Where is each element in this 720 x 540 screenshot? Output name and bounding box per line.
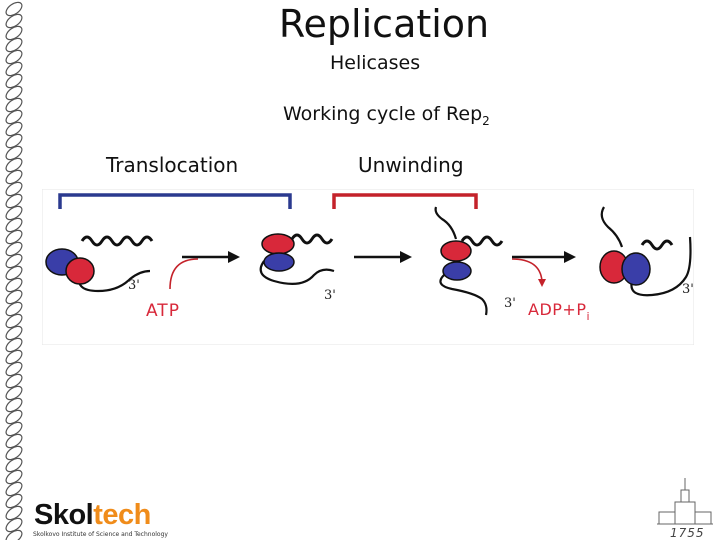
- atp-label: ATP: [146, 301, 180, 321]
- blue-domain-3: [443, 262, 471, 280]
- logo-suffix: tech: [93, 499, 151, 531]
- three-prime-label-3: 3': [504, 296, 516, 311]
- red-domain-2: [262, 234, 294, 254]
- three-prime-label-4: 3': [682, 282, 694, 297]
- year-label: 1755: [670, 526, 705, 540]
- phase-label-translocation: Translocation: [106, 153, 238, 177]
- slide-title: Replication: [0, 2, 720, 46]
- figure-panel: [42, 189, 694, 345]
- red-domain-3: [441, 241, 471, 261]
- adp-label-subscript: i: [586, 310, 590, 323]
- cycle-title-main: Working cycle of Rep: [283, 103, 482, 125]
- slide-subtitle: Helicases: [330, 52, 420, 74]
- three-prime-label-1: 3': [128, 278, 140, 293]
- phase-label-unwinding: Unwinding: [358, 153, 464, 177]
- blue-domain-2: [264, 253, 294, 271]
- three-prime-label-2: 3': [324, 288, 336, 303]
- skoltech-logo: Skoltech: [34, 499, 151, 532]
- cycle-title: Working cycle of Rep2: [283, 103, 490, 128]
- red-domain-1: [66, 258, 94, 284]
- cycle-title-subscript: 2: [482, 114, 490, 128]
- adp-label-main: ADP+P: [528, 300, 586, 319]
- blue-domain-4: [622, 253, 650, 285]
- logo-prefix: Skol: [34, 499, 93, 531]
- logo-tagline: Skolkovo Institute of Science and Techno…: [33, 531, 168, 538]
- decorative-border: // placeholder; drawn by script below: [0, 0, 30, 540]
- rep-cycle-figure: 3' ATP 3' 3' ADP+Pi 3': [42, 189, 694, 345]
